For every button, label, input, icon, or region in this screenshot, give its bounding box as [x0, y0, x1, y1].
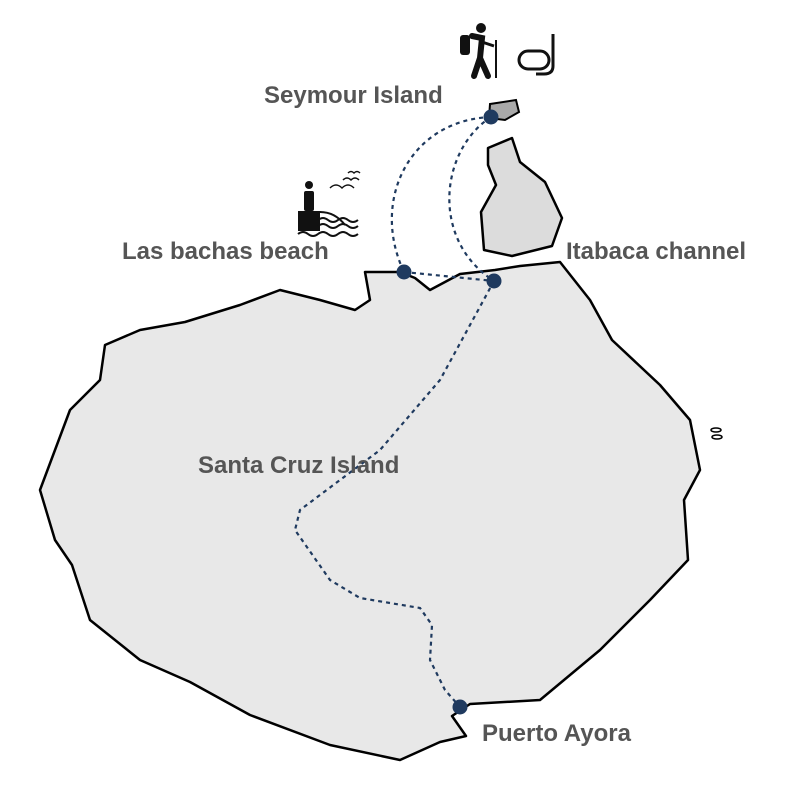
- label-seymour-island: Seymour Island: [264, 82, 443, 109]
- baltra-island: [479, 136, 564, 258]
- route-seymour-las-bachas: [390, 115, 492, 273]
- islet: [711, 434, 723, 440]
- marker-las-bachas[interactable]: [396, 264, 412, 280]
- route-las-bachas-itabaca: [403, 270, 495, 283]
- beach-icon: [297, 170, 361, 237]
- label-itabaca-channel: Itabaca channel: [566, 238, 747, 265]
- label-puerto-ayora: Puerto Ayora: [482, 720, 631, 747]
- label-las-bachas-beach: Las bachas beach: [122, 238, 329, 265]
- marker-seymour[interactable]: [483, 109, 499, 125]
- santa-cruz-island: [38, 260, 702, 762]
- marker-puerto-ayora[interactable]: [452, 699, 468, 715]
- label-santa-cruz-island: Santa Cruz Island: [198, 452, 400, 479]
- islet: [710, 427, 722, 433]
- marker-itabaca[interactable]: [486, 273, 502, 289]
- hiking-icon: [460, 23, 497, 79]
- snorkel-mask-icon: [517, 34, 555, 76]
